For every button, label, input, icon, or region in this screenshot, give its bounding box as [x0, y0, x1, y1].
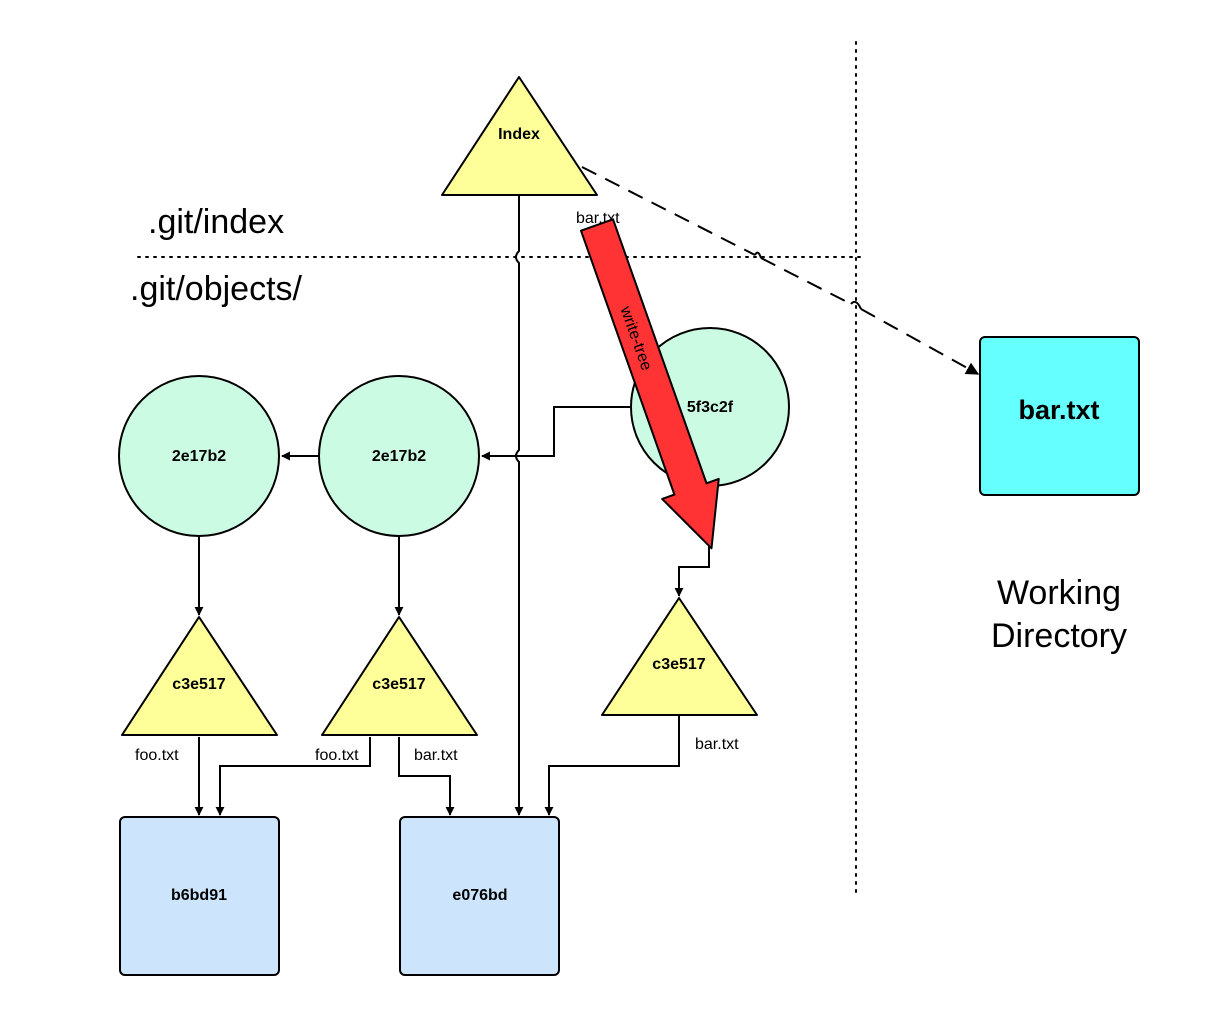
blob-bar-label: e076bd — [452, 887, 507, 904]
tree-new-bar-edge — [544, 716, 680, 816]
commit-new-label: 5f3c2f — [687, 399, 734, 416]
working-file-node: bar.txt — [979, 336, 1140, 496]
tree-new-label: c3e517 — [652, 656, 705, 673]
git-index-label: .git/index — [148, 203, 284, 241]
commit-mid-label: 2e17b2 — [372, 448, 426, 465]
tree-new-node: c3e517 — [601, 597, 758, 716]
git-objects-label: .git/objects/ — [130, 270, 303, 308]
blob-foo-label: b6bd91 — [171, 887, 227, 904]
index-node-label: Index — [498, 126, 540, 143]
line-hop-icon — [754, 251, 762, 259]
line-hop-icon — [850, 300, 862, 310]
tree-mid-foo-edge — [215, 737, 371, 816]
tree-mid-label: c3e517 — [372, 676, 425, 693]
tree-mid-node: c3e517 — [321, 616, 478, 736]
tree-mid-bar-edge — [398, 737, 455, 816]
commit-new-to-commit-mid-edge — [481, 406, 634, 461]
tree-mid-bar-label: bar.txt — [414, 747, 458, 764]
tree-mid-foo-label: foo.txt — [315, 747, 359, 764]
tree-left-label: c3e517 — [172, 676, 225, 693]
tree-new-bar-label: bar.txt — [695, 736, 739, 753]
blob-foo-node: b6bd91 — [119, 816, 280, 976]
tree-left-node: c3e517 — [121, 616, 278, 736]
tree-left-foo-label: foo.txt — [135, 747, 179, 764]
commit-left-node: 2e17b2 — [118, 375, 280, 537]
index-node: Index — [441, 76, 598, 196]
blob-bar-node: e076bd — [399, 816, 560, 976]
commit-left-label: 2e17b2 — [172, 448, 226, 465]
index-to-blob-edge — [514, 196, 524, 816]
index-to-working-file-link — [581, 166, 978, 374]
working-directory-label-line1: Working — [997, 574, 1121, 612]
write-tree-arrow-shape — [579, 218, 720, 550]
working-file-label: bar.txt — [1018, 395, 1099, 425]
working-directory-label-line2: Directory — [991, 617, 1127, 655]
commit-mid-node: 2e17b2 — [318, 375, 480, 537]
